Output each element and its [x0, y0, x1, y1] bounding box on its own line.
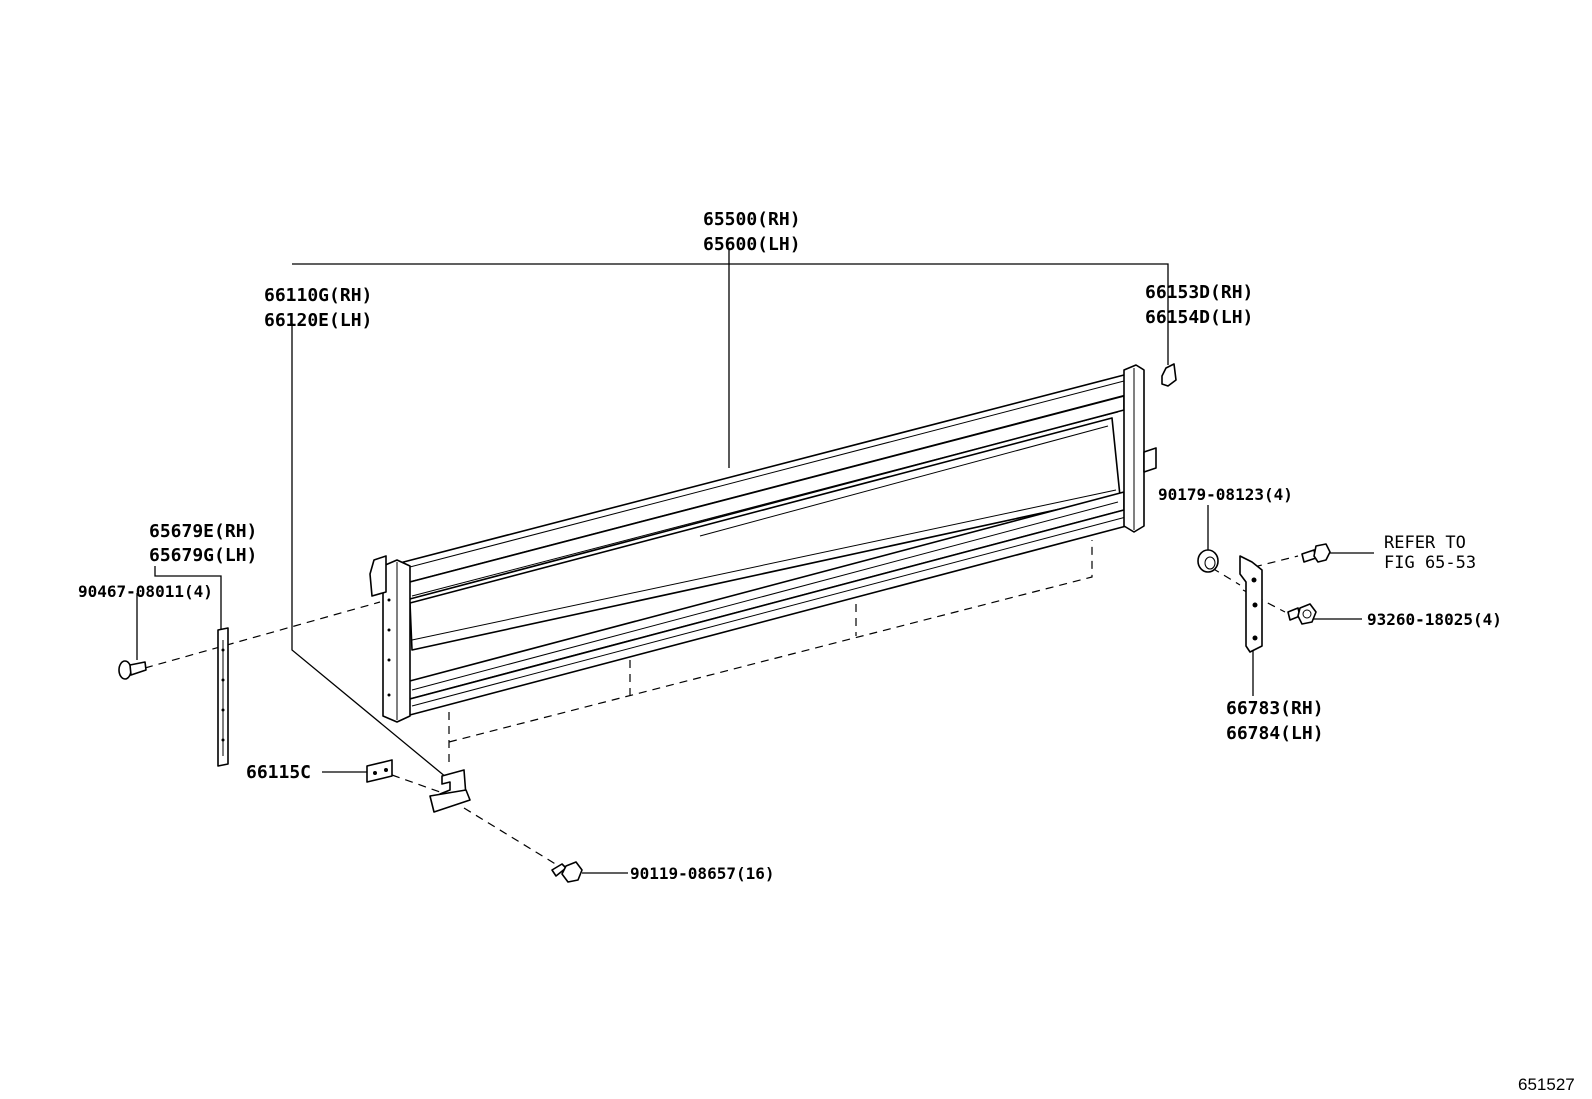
rear-cap-part: [1161, 363, 1177, 387]
side-panel-assembly: [369, 364, 1157, 723]
figure-number: 651527: [1518, 1075, 1575, 1094]
label-washer: 90179-08123(4): [1158, 485, 1293, 504]
assembly-dashed-lines: [144, 540, 1299, 869]
washer-part: [1197, 549, 1219, 573]
protector-strip-part: [217, 627, 229, 767]
refer-bolt-part: [1301, 543, 1331, 563]
label-65500: 65500(RH): [703, 209, 801, 230]
label-bolt-bottom: 90119-08657(16): [630, 864, 775, 883]
part-labels: 65500(RH) 65600(LH) 66110G(RH) 66120E(LH…: [78, 209, 1575, 1094]
label-66153d: 66153D(RH): [1145, 282, 1253, 303]
label-66120e: 66120E(LH): [264, 310, 372, 331]
label-66783: 66783(RH): [1226, 698, 1324, 719]
label-66784: 66784(LH): [1226, 723, 1324, 744]
label-fig-65-53: FIG 65-53: [1384, 553, 1476, 573]
right-bolt-part: [1287, 603, 1317, 625]
label-65679g: 65679G(LH): [149, 545, 257, 566]
hinge-bracket-part: [1239, 555, 1263, 653]
label-bolt-right: 93260-18025(4): [1367, 610, 1502, 629]
label-66110g: 66110G(RH): [264, 285, 372, 306]
plate-part: [366, 759, 393, 783]
clip-part: [118, 660, 147, 680]
label-65600: 65600(LH): [703, 234, 801, 255]
leader-lines: [136, 248, 1374, 874]
label-65679e: 65679E(RH): [149, 521, 257, 542]
bottom-bolt-part: [551, 861, 583, 883]
label-66154d: 66154D(LH): [1145, 307, 1253, 328]
label-refer-to: REFER TO: [1384, 533, 1466, 553]
label-66115c: 66115C: [246, 762, 311, 783]
front-bracket-part: [429, 769, 471, 813]
label-clip: 90467-08011(4): [78, 582, 213, 601]
